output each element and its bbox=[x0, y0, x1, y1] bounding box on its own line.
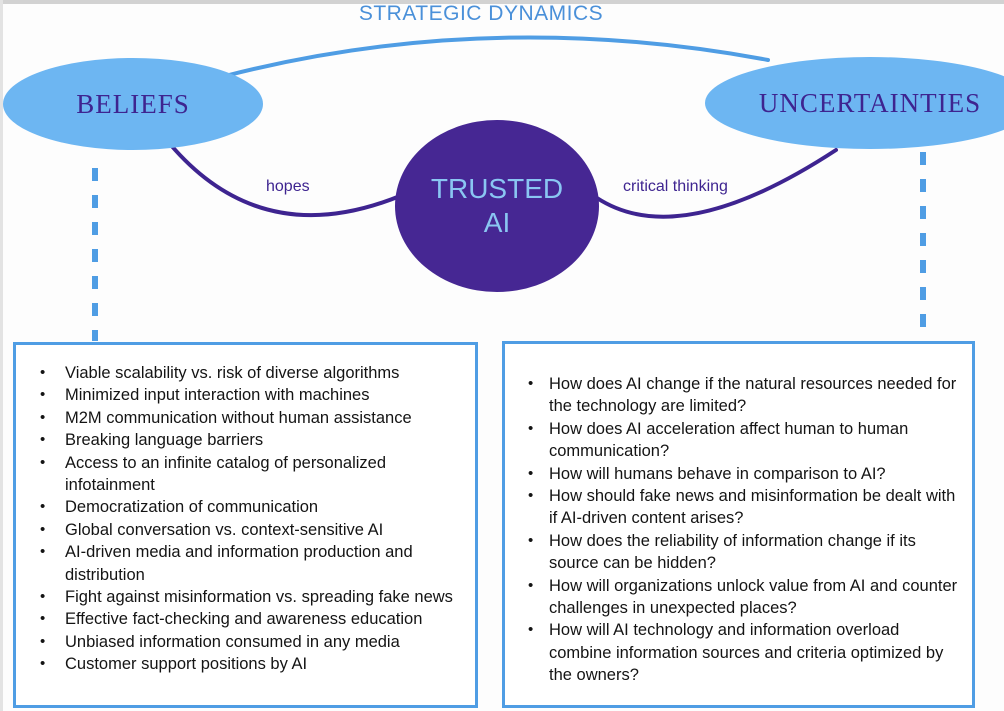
slide-frame-left bbox=[0, 0, 3, 711]
uncertainties-list: How does AI change if the natural resour… bbox=[505, 373, 966, 687]
list-item: How should fake news and misinformation … bbox=[505, 485, 966, 530]
critical-thinking-label: critical thinking bbox=[623, 178, 728, 195]
list-item: Democratization of communication bbox=[16, 496, 467, 519]
slide-frame-top bbox=[0, 0, 1004, 4]
beliefs-list: Viable scalability vs. risk of diverse a… bbox=[16, 362, 467, 676]
uncertainties-box: How does AI change if the natural resour… bbox=[502, 341, 975, 708]
list-item: How does AI acceleration affect human to… bbox=[505, 418, 966, 463]
list-item: Global conversation vs. context-sensitiv… bbox=[16, 519, 467, 542]
list-item: Fight against misinformation vs. spreadi… bbox=[16, 586, 467, 609]
trusted-ai-label-line1: TRUSTED bbox=[430, 173, 564, 204]
beliefs-box: Viable scalability vs. risk of diverse a… bbox=[13, 342, 478, 708]
uncertainties-node: UNCERTAINTIES bbox=[705, 57, 1004, 149]
beliefs-node: BELIEFS bbox=[3, 58, 263, 150]
beliefs-label: BELIEFS bbox=[76, 88, 190, 119]
list-item: M2M communication without human assistan… bbox=[16, 407, 467, 430]
list-item: Breaking language barriers bbox=[16, 429, 467, 452]
list-item: AI-driven media and information producti… bbox=[16, 541, 467, 586]
list-item: How does AI change if the natural resour… bbox=[505, 373, 966, 418]
list-item: How does the reliability of information … bbox=[505, 530, 966, 575]
list-item: Customer support positions by AI bbox=[16, 653, 467, 676]
list-item: How will organizations unlock value from… bbox=[505, 575, 966, 620]
list-item: Viable scalability vs. risk of diverse a… bbox=[16, 362, 467, 385]
hopes-label: hopes bbox=[266, 178, 310, 195]
list-item: Unbiased information consumed in any med… bbox=[16, 631, 467, 654]
list-item: Minimized input interaction with machine… bbox=[16, 384, 467, 407]
list-item: How will AI technology and information o… bbox=[505, 619, 966, 686]
list-item: How will humans behave in comparison to … bbox=[505, 463, 966, 486]
trusted-ai-label-line2: AI bbox=[483, 207, 511, 238]
strategic-dynamics-arc bbox=[223, 35, 770, 78]
page-title: STRATEGIC DYNAMICS bbox=[358, 2, 604, 25]
list-item: Effective fact-checking and awareness ed… bbox=[16, 608, 467, 631]
uncertainties-label: UNCERTAINTIES bbox=[758, 87, 982, 118]
list-item: Access to an infinite catalog of persona… bbox=[16, 452, 467, 497]
trusted-ai-node: TRUSTED AI bbox=[395, 120, 599, 292]
